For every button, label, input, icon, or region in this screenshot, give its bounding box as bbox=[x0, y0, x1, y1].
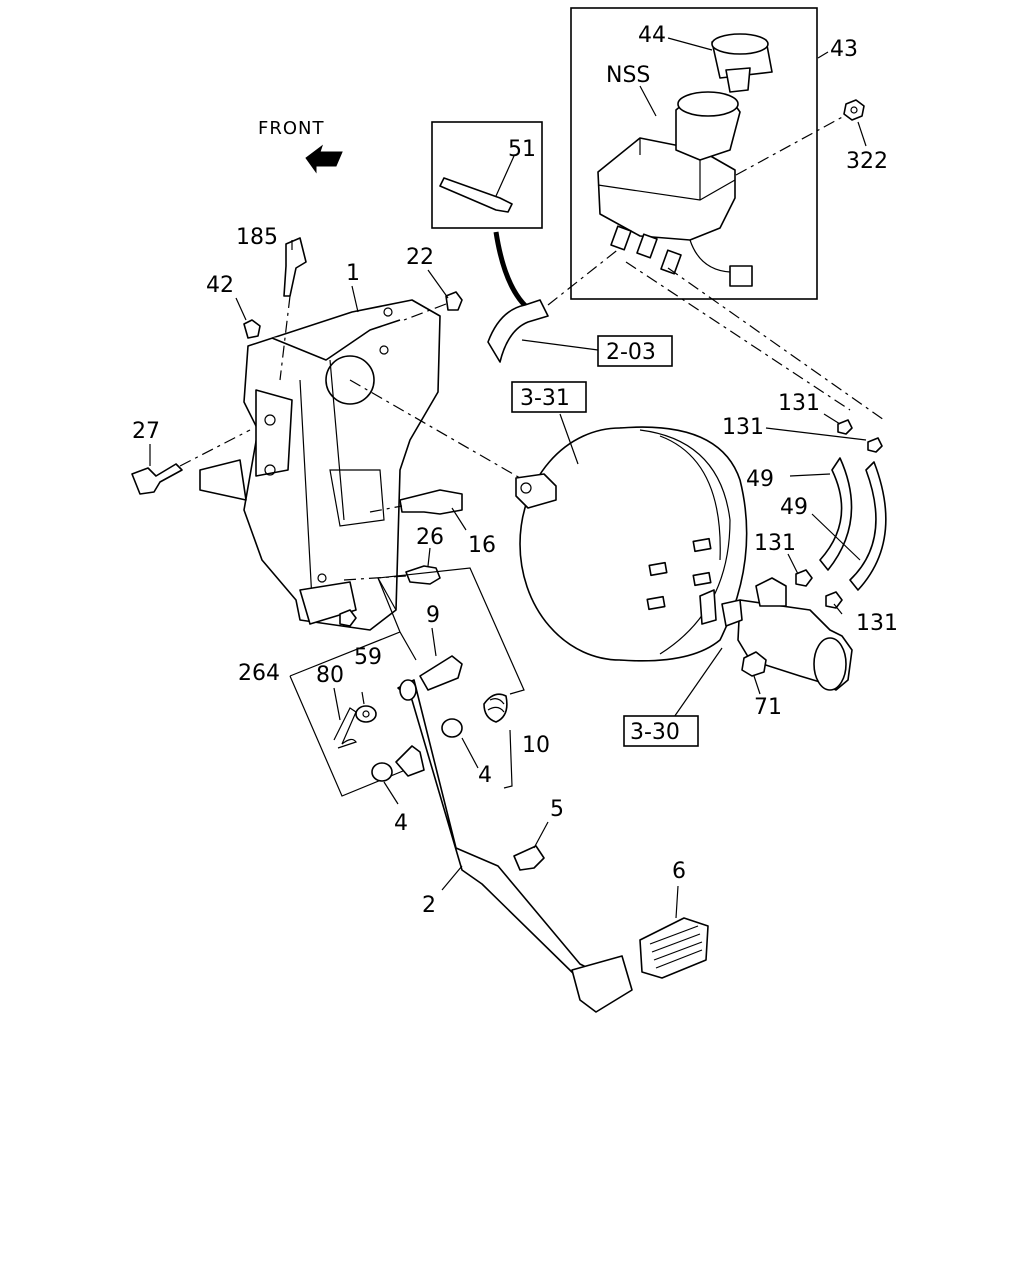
hose-2-03 bbox=[487, 247, 673, 367]
clip-80 bbox=[333, 707, 357, 749]
ref-box-3-30 bbox=[623, 715, 699, 747]
label-10: 10 bbox=[522, 733, 550, 758]
label-185: 185 bbox=[236, 225, 278, 250]
label-43: 43 bbox=[830, 37, 858, 62]
label-131-right: 131 bbox=[856, 611, 898, 636]
label-1: 1 bbox=[346, 261, 360, 286]
pedal-bracket bbox=[131, 237, 521, 631]
leader-lines bbox=[149, 37, 867, 919]
label-42: 42 bbox=[206, 273, 234, 298]
bushing-4-upper bbox=[441, 718, 463, 738]
bolt-27 bbox=[131, 463, 183, 495]
nut-71 bbox=[741, 651, 767, 677]
bracket-5 bbox=[513, 845, 545, 871]
pin-9 bbox=[419, 655, 463, 691]
pedal-arm bbox=[397, 679, 589, 979]
pedal-foot-plate bbox=[571, 955, 633, 1013]
pedal-parts-group bbox=[289, 567, 525, 797]
label-27: 27 bbox=[132, 419, 160, 444]
front-arrow-icon bbox=[305, 144, 343, 174]
label-131-mid: 131 bbox=[722, 415, 764, 440]
label-26: 26 bbox=[416, 525, 444, 550]
tie-strap-group bbox=[431, 121, 543, 312]
label-131-left: 131 bbox=[754, 531, 796, 556]
reservoir-group bbox=[570, 7, 865, 300]
tie-strap-box-frame bbox=[431, 121, 543, 229]
label-80: 80 bbox=[316, 663, 344, 688]
label-6: 6 bbox=[672, 859, 686, 884]
brake-booster bbox=[511, 381, 748, 662]
label-16: 16 bbox=[468, 533, 496, 558]
label-322: 322 bbox=[846, 149, 888, 174]
ref-box-2-03 bbox=[597, 335, 673, 367]
front-label: FRONT bbox=[258, 118, 325, 139]
label-2-03: 2-03 bbox=[606, 340, 656, 365]
label-51: 51 bbox=[508, 137, 536, 162]
switch-16 bbox=[399, 489, 463, 515]
bolt-26 bbox=[405, 565, 441, 585]
nut-264 bbox=[339, 609, 357, 627]
label-44: 44 bbox=[638, 23, 666, 48]
label-264: 264 bbox=[238, 661, 280, 686]
nut-322 bbox=[843, 99, 865, 121]
label-9: 9 bbox=[426, 603, 440, 628]
label-131-top: 131 bbox=[778, 391, 820, 416]
front-indicator bbox=[305, 144, 343, 174]
reservoir-tank bbox=[597, 137, 736, 241]
hose-49-right bbox=[849, 461, 887, 591]
clutch-master-cylinder bbox=[623, 261, 887, 747]
hose-49-left bbox=[819, 457, 853, 571]
washer-59 bbox=[355, 705, 377, 723]
label-4-upper: 4 bbox=[478, 763, 492, 788]
bolt-185 bbox=[283, 237, 307, 297]
label-nss: NSS bbox=[606, 63, 650, 88]
label-22: 22 bbox=[406, 245, 434, 270]
cable-tie bbox=[439, 177, 513, 213]
part-labels: FRONT 44 43 NSS 322 51 185 1 22 42 2-03 … bbox=[132, 23, 898, 918]
label-59: 59 bbox=[354, 645, 382, 670]
clutch-pedal bbox=[395, 679, 709, 1013]
ref-box-3-31 bbox=[511, 381, 587, 413]
nut-22 bbox=[445, 291, 463, 311]
pedal-pad-6 bbox=[639, 917, 709, 979]
label-3-31: 3-31 bbox=[520, 386, 570, 411]
label-2: 2 bbox=[422, 893, 436, 918]
label-71: 71 bbox=[754, 695, 782, 720]
label-5: 5 bbox=[550, 797, 564, 822]
label-3-30: 3-30 bbox=[630, 720, 680, 745]
label-49-lower: 49 bbox=[780, 495, 808, 520]
label-49-upper: 49 bbox=[746, 467, 774, 492]
bushing-4-lower bbox=[371, 762, 393, 782]
nut-42 bbox=[243, 319, 261, 339]
label-4-lower: 4 bbox=[394, 811, 408, 836]
